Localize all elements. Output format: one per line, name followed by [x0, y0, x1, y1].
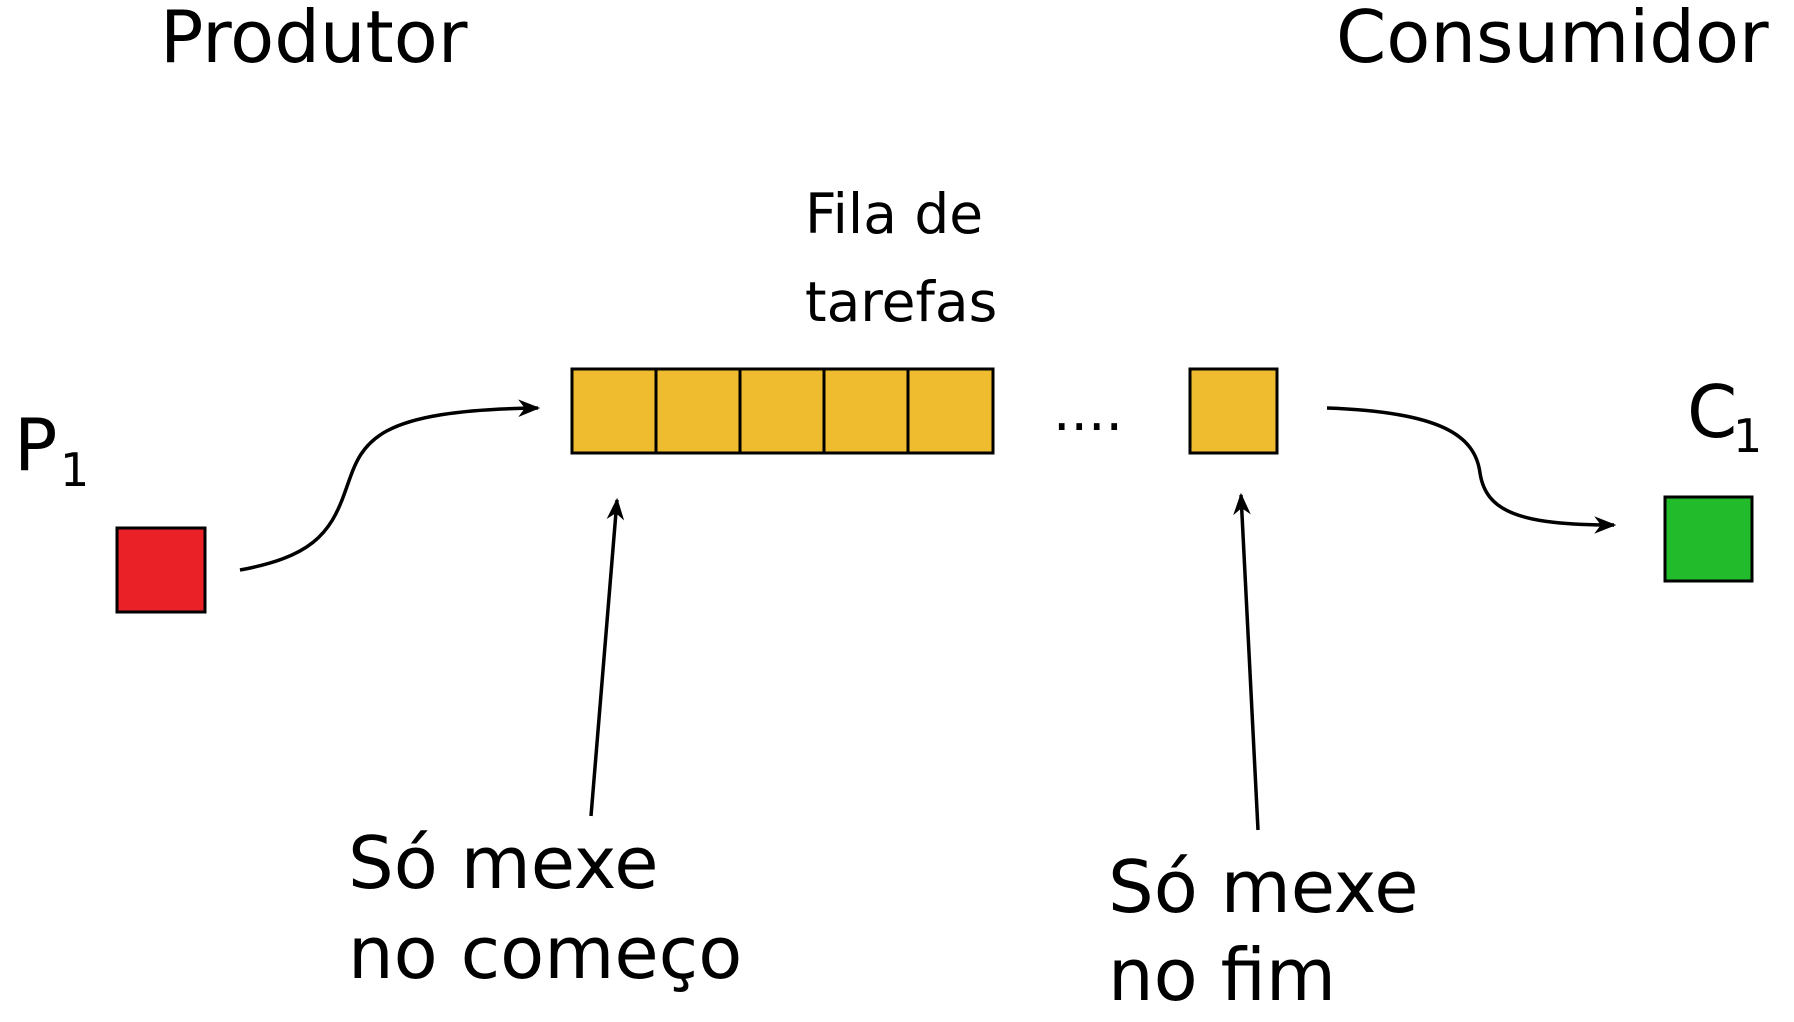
queue-cell: [570, 367, 658, 455]
producer-to-queue-arrow: [239, 399, 541, 572]
queue-cell: [822, 367, 910, 455]
producer-heading: Produtor: [160, 0, 468, 79]
queue-cell: [654, 367, 742, 455]
start-pointer-arrow: [589, 497, 625, 817]
note-end-line2: no fim: [1108, 933, 1336, 1017]
note-start-line1: Só mexe: [348, 821, 659, 905]
consumer-box: [1663, 495, 1754, 583]
queue-last-cell: [1188, 367, 1279, 455]
end-pointer-arrow: [1233, 492, 1260, 831]
producer-label: P: [14, 403, 57, 487]
consumer-heading: Consumidor: [1336, 0, 1769, 79]
queue-label-line1: Fila de: [805, 182, 983, 246]
queue-ellipsis: ....: [1053, 379, 1123, 443]
task-queue: ....: [570, 367, 1279, 455]
queue-label-line2: tarefas: [805, 270, 997, 334]
queue-cell: [738, 367, 826, 455]
producer-subscript: 1: [60, 443, 89, 497]
queue-cell: [906, 367, 995, 455]
producer-box: [115, 526, 207, 614]
consumer-subscript: 1: [1733, 409, 1762, 463]
queue-to-consumer-arrow: [1326, 406, 1617, 534]
note-start-line2: no começo: [348, 911, 742, 995]
note-end-line1: Só mexe: [1108, 845, 1419, 929]
consumer-label: C: [1687, 370, 1737, 454]
